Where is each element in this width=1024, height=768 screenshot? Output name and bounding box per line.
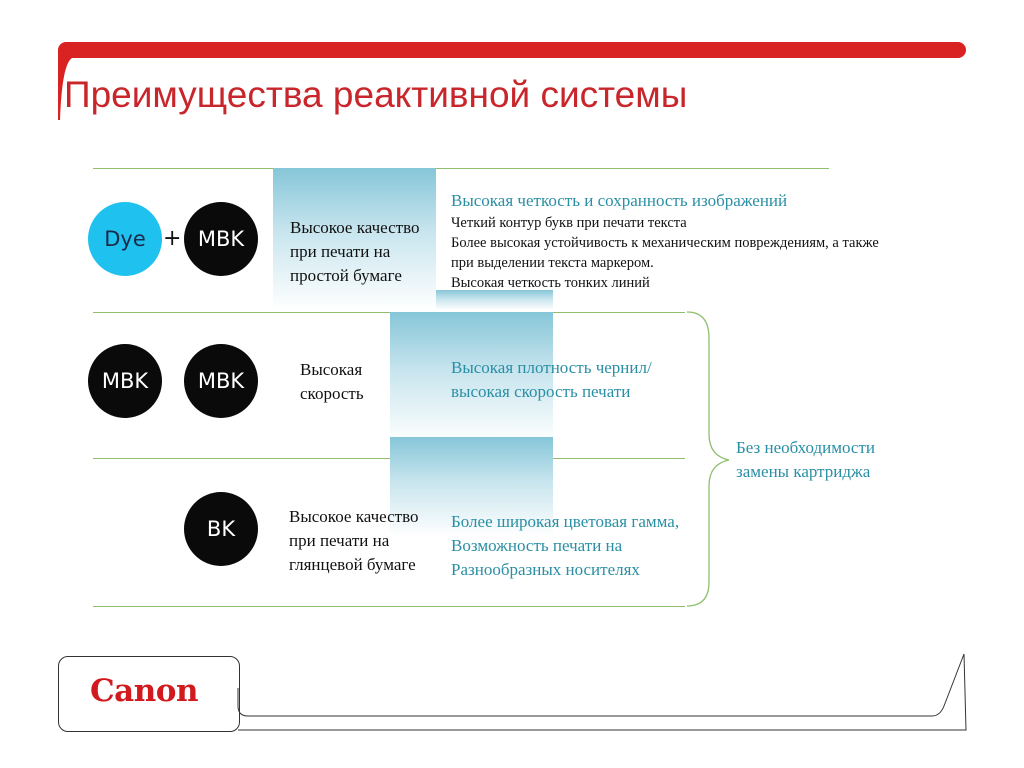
gradient-block-1: [273, 168, 436, 310]
feature-text-1: Высокое качество при печати на простой б…: [290, 218, 420, 285]
row-divider-bottom: [93, 606, 685, 607]
header-accent-hook: [58, 50, 72, 120]
feature-text-2: Высокая скорость: [300, 360, 364, 403]
ink-circle-bk: BK: [184, 492, 258, 566]
ink-circle-mbk: MBK: [88, 344, 162, 418]
logo-box: [58, 656, 240, 732]
side-note: Без необходимости замены картриджа: [736, 438, 875, 481]
gradient-block-2: [390, 312, 553, 444]
benefit-block-1: Высокая четкость и сохранность изображен…: [451, 191, 879, 291]
curly-brace: [686, 311, 730, 607]
ink-label: Dye: [104, 227, 146, 251]
ink-circle-mbk: MBK: [184, 202, 258, 276]
row-divider-top: [93, 168, 829, 169]
benefit-block-3: Более широкая цветовая гамма, Возможност…: [451, 512, 680, 579]
ink-label: BK: [206, 517, 236, 541]
row-divider-1: [93, 312, 685, 313]
ink-circle-mbk: MBK: [184, 344, 258, 418]
footer-frame: [237, 653, 967, 731]
canon-logo: Canon: [90, 673, 199, 709]
gradient-block-3: [390, 437, 553, 537]
benefit-block-2: Высокая плотность чернил/ высокая скорос…: [451, 358, 652, 401]
page-title: Преимущества реактивной системы: [64, 74, 688, 115]
ink-label: MBK: [101, 369, 149, 393]
gradient-block-2a: [436, 290, 553, 310]
ink-label: MBK: [197, 227, 245, 251]
benefit-heading: Высокая четкость и сохранность изображен…: [451, 191, 788, 210]
header-accent-bar: [58, 42, 966, 58]
ink-circle-dye: Dye: [88, 202, 162, 276]
row-divider-2: [93, 458, 685, 459]
plus-sign: +: [163, 226, 182, 251]
feature-text-3: Высокое качество при печати на глянцевой…: [289, 507, 419, 574]
ink-label: MBK: [197, 369, 245, 393]
